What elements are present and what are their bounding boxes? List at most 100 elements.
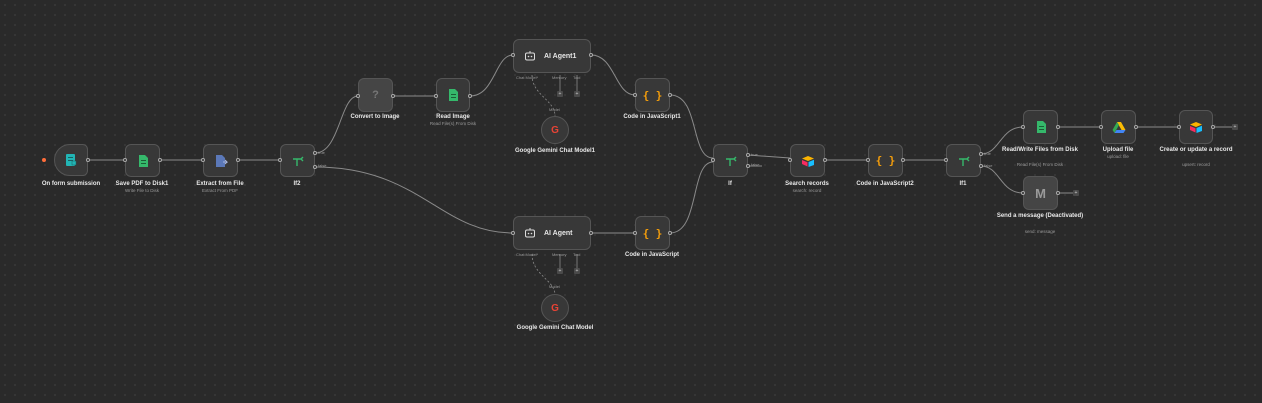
input-port[interactable] xyxy=(1099,125,1103,129)
output-port[interactable] xyxy=(1056,125,1060,129)
google-drive-icon xyxy=(1112,121,1126,133)
node-convert-to-image[interactable]: ? xyxy=(358,78,393,112)
false-label: false xyxy=(318,163,327,168)
input-port[interactable] xyxy=(356,94,360,98)
node-subtitle: Extract From PDF xyxy=(201,188,238,193)
false-port[interactable] xyxy=(313,165,317,169)
node-code-js[interactable]: { } xyxy=(635,216,670,250)
node-extract-from-file[interactable] xyxy=(203,144,238,177)
output-port[interactable] xyxy=(589,231,593,235)
false-label: false xyxy=(751,162,760,167)
node-subtitle: upsert: record xyxy=(1182,162,1210,167)
node-label: If1 xyxy=(959,181,967,187)
node-label: Google Gemini Chat Model1 xyxy=(514,148,595,154)
input-port[interactable] xyxy=(278,158,282,162)
add-memory-button[interactable]: + xyxy=(557,91,563,97)
input-port[interactable] xyxy=(633,231,637,235)
node-read-image[interactable] xyxy=(436,78,470,112)
add-tool-button[interactable]: + xyxy=(574,268,580,274)
node-label: On form submission xyxy=(41,181,101,187)
file-extract-icon xyxy=(214,154,228,168)
memory-port-label: Memory xyxy=(552,252,567,257)
trigger-indicator xyxy=(42,158,46,162)
input-port[interactable] xyxy=(1021,125,1025,129)
node-ai-agent1[interactable]: AI Agent1 xyxy=(513,39,591,73)
node-create-or-update-record[interactable] xyxy=(1179,110,1213,144)
node-subtitle: upload: file xyxy=(1107,154,1129,159)
node-subtitle: search: record xyxy=(792,188,822,193)
node-label: If xyxy=(728,181,732,187)
output-port[interactable] xyxy=(158,158,162,162)
input-port[interactable] xyxy=(123,158,127,162)
google-icon: G xyxy=(551,302,559,314)
node-search-records[interactable] xyxy=(790,144,825,177)
false-port[interactable] xyxy=(979,164,983,168)
add-node-button[interactable]: + xyxy=(1232,124,1238,130)
branch-icon xyxy=(957,154,971,168)
output-port[interactable] xyxy=(1056,191,1060,195)
output-port[interactable] xyxy=(86,158,90,162)
node-code-js1[interactable]: { } xyxy=(635,78,670,112)
input-port[interactable] xyxy=(711,158,715,162)
false-port[interactable] xyxy=(746,164,750,168)
output-port[interactable] xyxy=(1134,125,1138,129)
input-port[interactable] xyxy=(788,158,792,162)
model-port-label: Model xyxy=(549,284,560,289)
node-if1[interactable] xyxy=(946,144,981,177)
input-port[interactable] xyxy=(1177,125,1181,129)
true-port[interactable] xyxy=(313,151,317,155)
airtable-icon xyxy=(1189,121,1203,133)
input-port[interactable] xyxy=(1021,191,1025,195)
output-port[interactable] xyxy=(391,94,395,98)
node-code-js2[interactable]: { } xyxy=(868,144,903,177)
input-port[interactable] xyxy=(633,93,637,97)
add-tool-button[interactable]: + xyxy=(574,91,580,97)
node-label: Code in JavaScript xyxy=(624,252,680,258)
file-read-icon xyxy=(446,88,460,102)
google-icon: G xyxy=(551,124,559,136)
node-send-message[interactable]: M xyxy=(1023,176,1058,210)
input-port[interactable] xyxy=(866,158,870,162)
output-port[interactable] xyxy=(901,158,905,162)
node-if[interactable] xyxy=(713,144,748,177)
true-port[interactable] xyxy=(979,152,983,156)
node-upload-file[interactable] xyxy=(1101,110,1136,144)
tool-port-label: Tool xyxy=(573,252,581,257)
node-if2[interactable] xyxy=(280,144,315,177)
input-port[interactable] xyxy=(944,158,948,162)
output-port[interactable] xyxy=(668,93,672,97)
branch-icon xyxy=(291,154,305,168)
node-read-write-files[interactable] xyxy=(1023,110,1058,144)
input-port[interactable] xyxy=(511,53,515,57)
form-icon xyxy=(64,153,78,167)
output-port[interactable] xyxy=(823,158,827,162)
input-port[interactable] xyxy=(511,231,515,235)
output-port[interactable] xyxy=(589,53,593,57)
node-label: Code in JavaScript2 xyxy=(856,181,914,187)
output-port[interactable] xyxy=(468,94,472,98)
node-gemini-chat-model1[interactable]: G xyxy=(541,116,569,144)
add-node-button[interactable]: + xyxy=(1073,190,1079,196)
output-port[interactable] xyxy=(236,158,240,162)
memory-port-label: Memory xyxy=(552,75,567,80)
input-port[interactable] xyxy=(434,94,438,98)
output-port[interactable] xyxy=(1211,125,1215,129)
node-label: Extract from File xyxy=(196,181,244,187)
code-braces-icon: { } xyxy=(642,226,663,240)
input-port[interactable] xyxy=(201,158,205,162)
chat-model-port-label: Chat Model* xyxy=(516,252,539,257)
node-label: Code in JavaScript1 xyxy=(623,114,681,120)
node-ai-agent[interactable]: AI Agent xyxy=(513,216,591,250)
node-gemini-chat-model[interactable]: G xyxy=(541,294,569,322)
code-braces-icon: { } xyxy=(875,154,896,167)
node-on-form-submission[interactable] xyxy=(54,144,88,176)
add-memory-button[interactable]: + xyxy=(557,268,563,274)
node-label: Upload file xyxy=(1102,147,1134,153)
node-label: Send a message (Deactivated) xyxy=(996,213,1084,219)
airtable-icon xyxy=(801,155,815,167)
node-save-pdf[interactable] xyxy=(125,144,160,177)
true-port[interactable] xyxy=(746,153,750,157)
output-port[interactable] xyxy=(668,231,672,235)
